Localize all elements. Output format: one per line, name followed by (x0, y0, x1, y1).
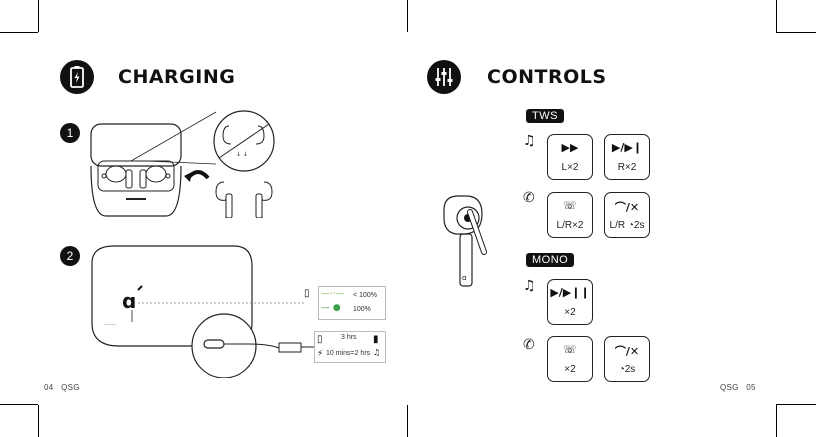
music-note-icon: ♫ (373, 348, 381, 357)
page-number: QSG 05 (720, 383, 756, 392)
battery-status-icon: ▯ (304, 288, 310, 299)
button-caption: L/R×2 (556, 220, 584, 231)
page-number-value: 05 (746, 383, 756, 392)
step-number: 1 (60, 123, 80, 143)
phone-icon: ✆ (523, 337, 535, 353)
mono-tag: MONO (526, 253, 575, 267)
charging-case-illustration: ɑ ········ (91, 245, 316, 378)
button-caption: ×2 (564, 307, 576, 318)
crop-mark (776, 404, 816, 405)
quick-charge-time: 10 mins=2 hrs (326, 350, 371, 357)
charge-time-panel: ▯ 3 hrs ▮ ⚡ 10 mins=2 hrs ♫ (314, 331, 386, 363)
equalizer-icon (427, 60, 461, 94)
answer-call-icon: ☏ (563, 343, 577, 356)
button-caption: L×2 (561, 162, 579, 173)
page-title: CONTROLS (487, 66, 607, 88)
crop-mark (776, 0, 777, 32)
crop-mark (407, 0, 408, 32)
battery-empty-icon: ▯ (317, 334, 323, 345)
led-low-label: < 100% (353, 292, 377, 299)
music-note-icon: ♫ (523, 278, 536, 294)
lightning-icon: ⚡ (317, 349, 324, 359)
mono-answer-call-button: ☏ ×2 (547, 336, 593, 382)
page-title: CHARGING (118, 66, 236, 88)
svg-text:ɑ: ɑ (462, 274, 466, 282)
next-track-icon: ▶▶ (561, 141, 579, 154)
button-caption: ◔2s (618, 364, 636, 375)
tws-end-call-button: ⌒/✕ L/R ◔2s (604, 192, 650, 238)
answer-call-icon: ☏ (563, 199, 577, 212)
open-case-illustration: ↓ ↓ (90, 110, 275, 218)
led-full-row: — ● 100% (321, 303, 385, 315)
crop-mark (38, 0, 39, 32)
step-number: 2 (60, 246, 80, 266)
end-reject-call-icon: ⌒/✕ (614, 201, 640, 214)
page-label: QSG (61, 383, 80, 392)
crop-mark (407, 405, 408, 437)
tws-answer-call-button: ☏ L/R×2 (547, 192, 593, 238)
play-pause-icon: ▶/▶❙❙ (550, 286, 590, 299)
page-number-value: 04 (44, 383, 54, 392)
svg-text:ɑ: ɑ (122, 289, 136, 313)
music-note-icon: ♫ (523, 133, 536, 149)
tws-left-double-tap-button: ▶▶ L×2 (547, 134, 593, 180)
battery-charging-icon (60, 60, 94, 94)
page-label: QSG (720, 383, 739, 392)
mono-end-call-button: ⌒/✕ ◔2s (604, 336, 650, 382)
battery-full-icon: ▮ (373, 334, 379, 345)
tws-right-double-tap-button: ▶/▶❙ R×2 (604, 134, 650, 180)
crop-mark (38, 405, 39, 437)
led-status-panel: —·‧— < 100% — ● 100% (318, 286, 386, 320)
tws-tag: TWS (526, 109, 564, 123)
phone-icon: ✆ (523, 190, 535, 206)
full-charge-time: 3 hrs (341, 334, 357, 341)
svg-text:········: ········ (104, 322, 117, 328)
button-caption: L/R ◔2s (609, 220, 645, 231)
crop-mark (0, 32, 38, 33)
led-full-label: 100% (353, 306, 371, 313)
crop-mark (776, 405, 777, 437)
earbud-touch-illustration: ɑ (443, 195, 487, 287)
led-blink-icon: —·‧— (321, 289, 345, 299)
button-caption: R×2 (617, 162, 637, 173)
led-low-row: —·‧— < 100% (321, 289, 385, 301)
crop-mark (776, 32, 816, 33)
play-pause-icon: ▶/▶❙ (611, 141, 643, 154)
button-caption: ×2 (564, 364, 576, 375)
svg-text:↓ ↓: ↓ ↓ (236, 151, 248, 158)
led-solid-icon: — ● (321, 303, 341, 313)
end-reject-call-icon: ⌒/✕ (614, 345, 640, 358)
mono-double-tap-button: ▶/▶❙❙ ×2 (547, 279, 593, 325)
page-number: 04 QSG (44, 383, 80, 392)
crop-mark (0, 404, 38, 405)
